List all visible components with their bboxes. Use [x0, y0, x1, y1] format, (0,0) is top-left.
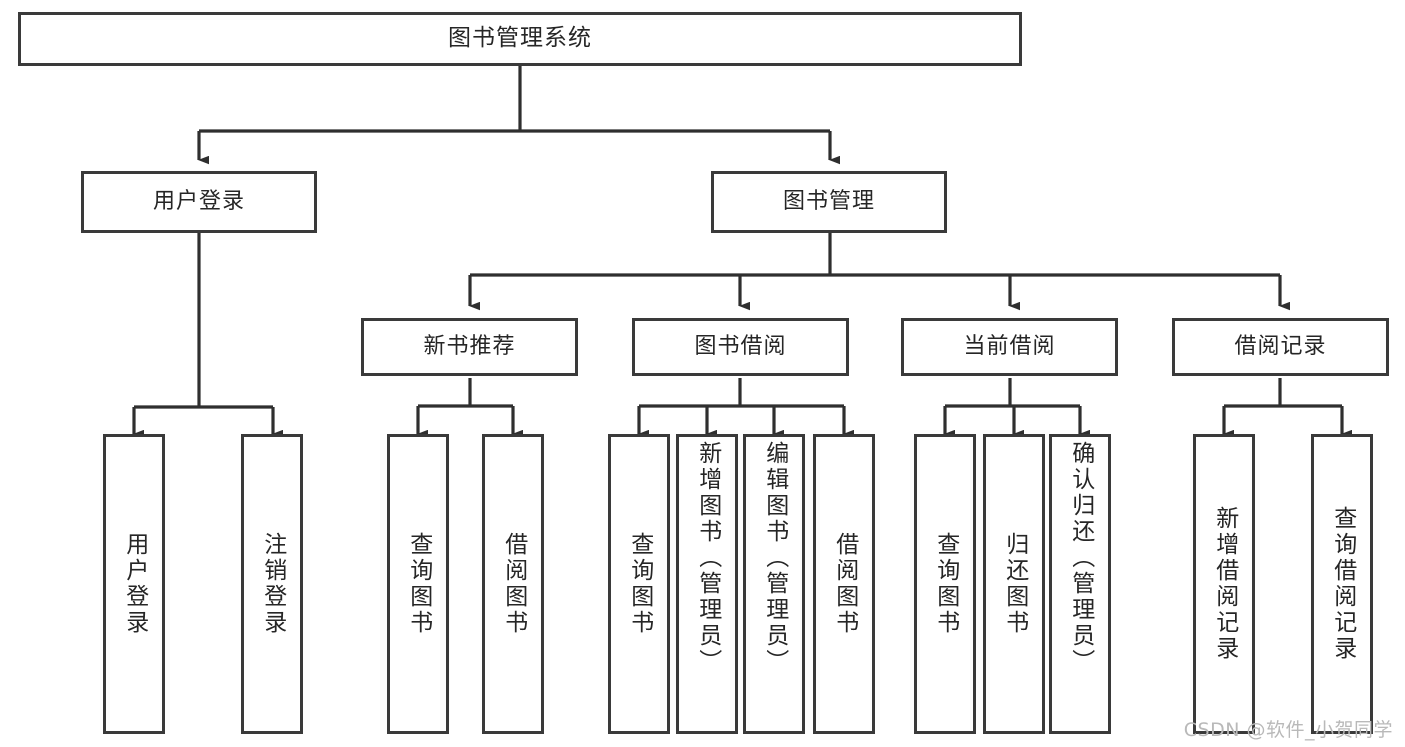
- node-leaf-query-book-2[interactable]: 查询图书: [608, 434, 670, 734]
- node-new-book-recommend[interactable]: 新书推荐: [361, 318, 578, 376]
- node-borrow-records[interactable]: 借阅记录: [1172, 318, 1389, 376]
- node-label: 图书借阅: [694, 333, 787, 359]
- node-leaf-query-borrow-record[interactable]: 查询借阅记录: [1311, 434, 1373, 734]
- node-root-system[interactable]: 图书管理系统: [18, 12, 1022, 66]
- node-leaf-logout[interactable]: 注销登录: [241, 434, 303, 734]
- node-leaf-return-book[interactable]: 归还图书: [983, 434, 1045, 734]
- node-leaf-borrow-book-2[interactable]: 借阅图书: [813, 434, 875, 734]
- node-label: 图书管理系统: [448, 25, 592, 52]
- node-label: 注销登录: [259, 532, 286, 636]
- node-label: 新增借阅记录: [1211, 506, 1238, 662]
- node-label: 编辑图书（管理员）: [761, 441, 788, 675]
- node-label: 确认归还（管理员）: [1067, 441, 1094, 675]
- node-label: 查询借阅记录: [1329, 506, 1356, 662]
- node-label: 借阅图书: [831, 532, 858, 636]
- node-leaf-borrow-book-1[interactable]: 借阅图书: [482, 434, 544, 734]
- node-label: 新书推荐: [423, 333, 516, 359]
- node-user-login[interactable]: 用户登录: [81, 171, 317, 233]
- node-label: 图书管理: [782, 188, 875, 214]
- node-leaf-add-borrow-record[interactable]: 新增借阅记录: [1193, 434, 1255, 734]
- node-book-management[interactable]: 图书管理: [711, 171, 947, 233]
- node-label: 借阅图书: [500, 532, 527, 636]
- node-label: 查询图书: [626, 532, 653, 636]
- node-label: 查询图书: [932, 532, 959, 636]
- node-label: 用户登录: [152, 188, 245, 214]
- node-leaf-edit-book-admin[interactable]: 编辑图书（管理员）: [743, 434, 805, 734]
- node-label: 用户登录: [121, 532, 148, 636]
- node-current-borrow[interactable]: 当前借阅: [901, 318, 1118, 376]
- node-label: 归还图书: [1001, 532, 1028, 636]
- node-label: 新增图书（管理员）: [694, 441, 721, 675]
- node-leaf-add-book-admin[interactable]: 新增图书（管理员）: [676, 434, 738, 734]
- node-leaf-query-book-3[interactable]: 查询图书: [914, 434, 976, 734]
- node-leaf-user-login[interactable]: 用户登录: [103, 434, 165, 734]
- node-leaf-confirm-return-admin[interactable]: 确认归还（管理员）: [1049, 434, 1111, 734]
- node-label: 当前借阅: [963, 333, 1056, 359]
- node-book-borrow[interactable]: 图书借阅: [632, 318, 849, 376]
- node-label: 查询图书: [405, 532, 432, 636]
- node-leaf-query-book-1[interactable]: 查询图书: [387, 434, 449, 734]
- node-label: 借阅记录: [1234, 333, 1327, 359]
